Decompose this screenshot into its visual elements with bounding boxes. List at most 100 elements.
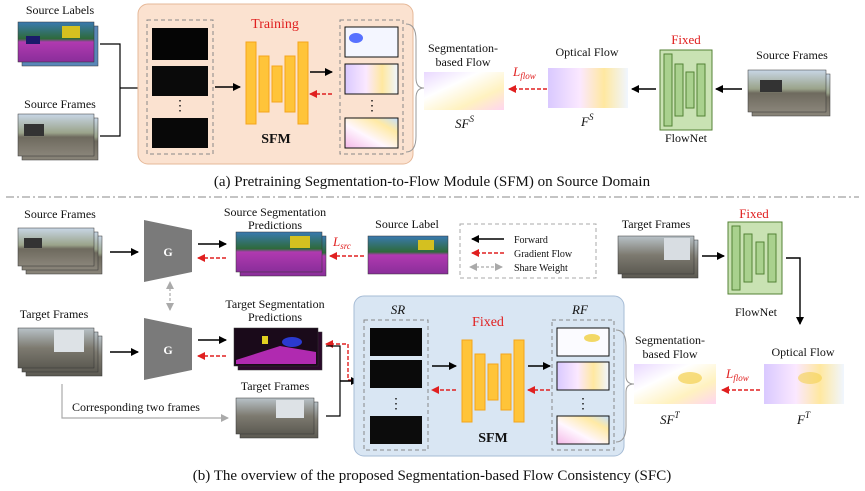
sr-stack bbox=[363, 319, 429, 451]
f-t-sup: T bbox=[805, 410, 811, 420]
f-t-symbol: FT bbox=[796, 410, 811, 427]
g-bottom-label: G bbox=[163, 343, 172, 357]
corresponding-label: Corresponding two frames bbox=[72, 400, 200, 414]
rf-map-2 bbox=[556, 361, 610, 391]
src-seg-pred-stack bbox=[235, 231, 327, 277]
tgt-seg-title-2: Predictions bbox=[248, 310, 302, 324]
seg-map-2 bbox=[152, 66, 208, 96]
sr-map-2 bbox=[370, 360, 422, 388]
src-seg-title-2: Predictions bbox=[248, 218, 302, 232]
optical-flow-image-b bbox=[764, 364, 844, 404]
seg-flow-title-2: based Flow bbox=[436, 55, 491, 69]
seg-flow-image-b bbox=[634, 364, 716, 404]
seg-map-1 bbox=[152, 28, 208, 60]
corresponding-arrow bbox=[61, 384, 229, 422]
arrow-flownet-down-b bbox=[786, 257, 804, 325]
seg-input-stack bbox=[146, 19, 214, 155]
seg-flow-title-b-2: based Flow bbox=[643, 347, 698, 361]
l-flow-a-base: L bbox=[512, 64, 520, 79]
sf-s-sup: S bbox=[469, 114, 474, 124]
sf-t-symbol: SFT bbox=[660, 410, 680, 427]
rf-label: RF bbox=[571, 302, 589, 317]
rf-stack bbox=[551, 319, 615, 451]
target-frames-stack-mid bbox=[235, 397, 319, 439]
target-frames-title-left: Target Frames bbox=[20, 307, 89, 321]
legend-gradient-text: Gradient Flow bbox=[514, 249, 573, 260]
legend-share-text: Share Weight bbox=[514, 263, 568, 274]
l-src-sub: src bbox=[340, 241, 351, 251]
source-frames-title-b: Source Frames bbox=[24, 207, 96, 221]
l-flow-b: Lflow bbox=[725, 366, 749, 383]
source-frames-stack-b bbox=[17, 227, 103, 275]
bracket-connector bbox=[100, 43, 121, 137]
optical-flow-title-a: Optical Flow bbox=[556, 45, 619, 59]
fixed-label-a: Fixed bbox=[671, 32, 701, 47]
flow-map-2 bbox=[344, 63, 399, 95]
l-flow-a: Lflow bbox=[512, 64, 536, 81]
source-labels-title: Source Labels bbox=[26, 3, 95, 17]
l-src: Lsrc bbox=[332, 234, 351, 251]
ellipsis-a2: ⋮ bbox=[365, 99, 379, 114]
target-frames-title-top: Target Frames bbox=[622, 217, 691, 231]
part-a: Source Labels Source Frames Training ⋮ bbox=[17, 3, 831, 190]
training-label: Training bbox=[251, 17, 299, 32]
rf-map-3 bbox=[556, 415, 610, 445]
sr-map-3 bbox=[370, 416, 422, 444]
seg-flow-title-b-1: Segmentation- bbox=[635, 333, 705, 347]
f-s-base: F bbox=[580, 114, 590, 129]
fixed-label-b: Fixed bbox=[739, 206, 769, 221]
flownet-module-a bbox=[659, 49, 713, 131]
optical-flow-image-a bbox=[548, 68, 628, 108]
sr-label: SR bbox=[391, 302, 406, 317]
source-label-image-b bbox=[367, 235, 449, 275]
l-src-base: L bbox=[332, 234, 340, 249]
part-b: Source Frames G Source Segmentation Pred… bbox=[17, 205, 844, 484]
flownet-module-b bbox=[727, 221, 783, 295]
flow-output-stack bbox=[339, 19, 404, 155]
sfm-label-b: SFM bbox=[478, 431, 508, 446]
generator-bottom bbox=[144, 318, 192, 380]
l-flow-b-sub: flow bbox=[733, 373, 749, 383]
target-frames-title-mid: Target Frames bbox=[241, 379, 310, 393]
ellipsis-a1: ⋮ bbox=[173, 99, 187, 114]
generator-top bbox=[144, 220, 192, 282]
l-flow-b-base: L bbox=[725, 366, 733, 381]
sf-t-base: SF bbox=[660, 412, 676, 427]
target-frames-stack-left bbox=[17, 327, 103, 377]
legend-forward-text: Forward bbox=[514, 235, 548, 246]
tgt-seg-pred-stack bbox=[233, 327, 323, 371]
rf-map-1 bbox=[556, 327, 610, 357]
source-frames-stack bbox=[17, 113, 99, 161]
l-flow-a-sub: flow bbox=[520, 71, 536, 81]
ellipsis-b2: ⋮ bbox=[576, 397, 590, 412]
sfm-module-a bbox=[245, 41, 309, 125]
f-t-base: F bbox=[796, 412, 806, 427]
sfm-label-a: SFM bbox=[261, 132, 291, 147]
flow-map-3 bbox=[344, 117, 399, 149]
source-frames-title: Source Frames bbox=[24, 97, 96, 111]
seg-map-3 bbox=[152, 118, 208, 148]
flownet-label-b: FlowNet bbox=[735, 305, 778, 319]
seg-flow-title-1: Segmentation- bbox=[428, 41, 498, 55]
sfm-module-b bbox=[461, 339, 525, 423]
f-s-sup: S bbox=[589, 112, 594, 122]
bracket-to-sfc bbox=[326, 345, 341, 417]
source-label-stack bbox=[17, 21, 99, 67]
caption-a: (a) Pretraining Segmentation-to-Flow Mod… bbox=[214, 174, 651, 190]
fixed-label-sfc: Fixed bbox=[472, 315, 504, 330]
source-frames-right-stack bbox=[747, 69, 831, 117]
seg-flow-image-a bbox=[424, 72, 504, 110]
ellipsis-b1: ⋮ bbox=[389, 397, 403, 412]
tgt-seg-title-1: Target Segmentation bbox=[225, 297, 324, 311]
flownet-label-a: FlowNet bbox=[665, 131, 708, 145]
sr-map-1 bbox=[370, 328, 422, 356]
sf-s-symbol: SFS bbox=[455, 114, 474, 131]
source-frames-right-title: Source Frames bbox=[756, 48, 828, 62]
src-seg-title-1: Source Segmentation bbox=[224, 205, 326, 219]
sf-t-sup: T bbox=[674, 410, 680, 420]
sf-s-base: SF bbox=[455, 116, 471, 131]
target-frames-stack-top bbox=[617, 235, 699, 279]
g-top-label: G bbox=[163, 245, 172, 259]
source-label-title-b: Source Label bbox=[375, 217, 439, 231]
